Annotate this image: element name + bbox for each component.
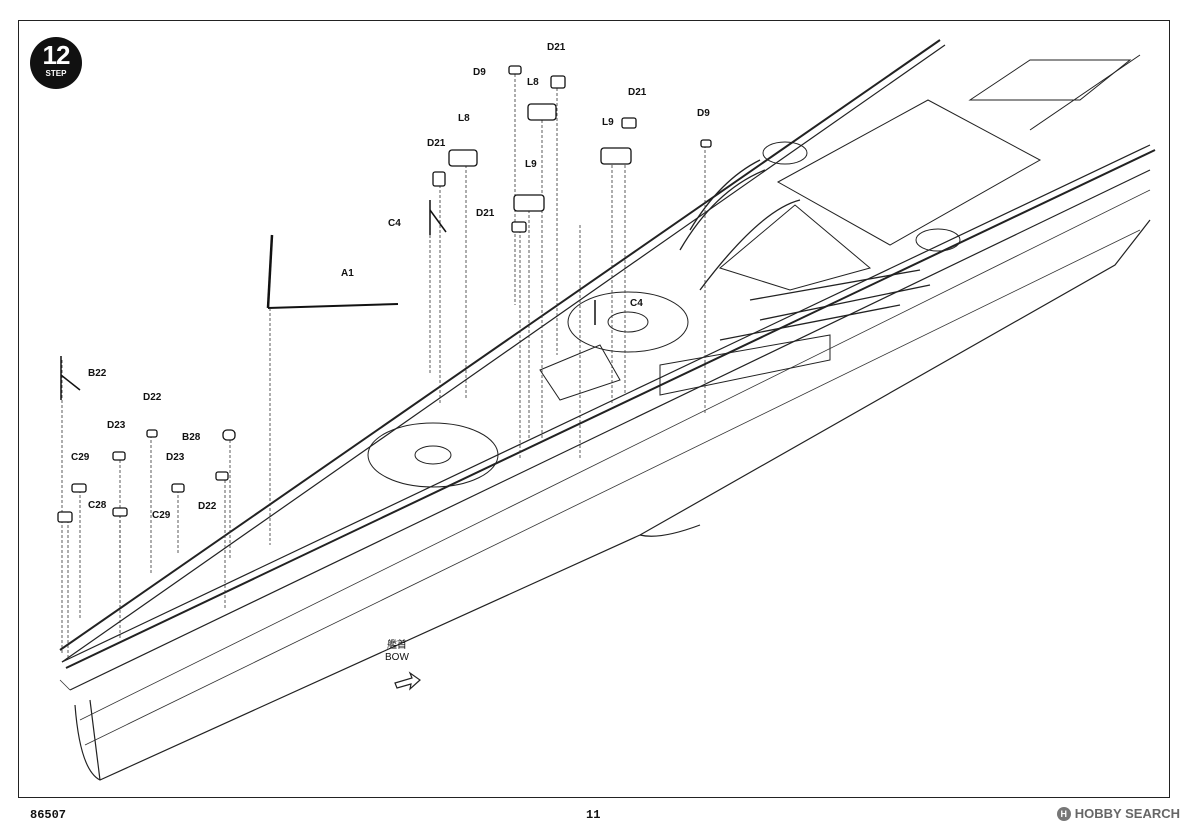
instruction-sheet-border [18, 20, 1170, 798]
part-label: D21 [628, 87, 647, 98]
watermark: H HOBBY SEARCH [1056, 806, 1180, 821]
part-label: A1 [341, 268, 354, 279]
small-masts [60, 200, 596, 400]
part-label: C29 [152, 510, 171, 521]
bow-indicator: 艦首 BOW [385, 640, 409, 664]
bow-arrow-icon [394, 671, 421, 691]
part-label: D23 [166, 452, 185, 463]
part-label: D23 [107, 420, 126, 431]
part-label: B22 [88, 368, 107, 379]
hobby-search-logo-icon: H [1056, 806, 1071, 821]
hull-detail-lines [59, 189, 1151, 746]
part-label: C28 [88, 500, 107, 511]
part-label: D21 [476, 208, 495, 219]
part-label: L9 [525, 159, 537, 170]
bow-label-jp: 艦首 [386, 640, 407, 651]
part-label: D9 [473, 67, 486, 78]
part-label: D22 [143, 392, 162, 403]
part-label: D21 [547, 42, 566, 53]
kit-number: 86507 [30, 808, 67, 822]
step-word: STEP [45, 69, 67, 78]
part-label: L8 [458, 113, 470, 124]
main-mast-a1 [266, 234, 399, 309]
part-label: D21 [427, 138, 446, 149]
assembly-guide-lines [61, 74, 706, 660]
part-label: B28 [182, 432, 201, 443]
part-label: C29 [71, 452, 90, 463]
part-label: L9 [602, 117, 614, 128]
deck-structures [367, 54, 1141, 488]
part-shapes [57, 65, 712, 523]
bow-label-en: BOW [385, 652, 409, 663]
step-badge: 12 STEP [30, 37, 82, 89]
part-labels: D9 D21 L8 D21 L9 D9 L8 D21 L9 C4 D21 A1 … [71, 42, 710, 521]
part-label: D22 [198, 501, 217, 512]
ship-hull [59, 39, 1156, 781]
part-label: L8 [527, 77, 539, 88]
part-label: C4 [630, 298, 643, 309]
page-number: 11 [586, 808, 601, 822]
part-label: C4 [388, 218, 401, 229]
part-label: D9 [697, 108, 710, 119]
deck-rails [679, 159, 931, 341]
watermark-text: HOBBY SEARCH [1074, 806, 1180, 821]
step-number: 12 [42, 40, 71, 70]
